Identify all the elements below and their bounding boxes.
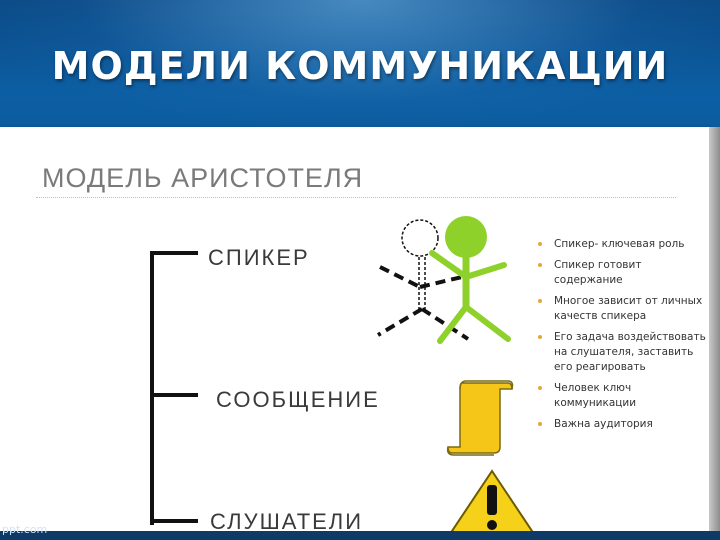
bottom-strip — [0, 531, 720, 540]
list-item: Его задача воздействовать на слушателя, … — [536, 330, 708, 375]
list-item: Человек ключ коммуникации — [536, 381, 708, 411]
bracket — [152, 253, 196, 523]
label-speaker: СПИКЕР — [208, 245, 310, 271]
bullet-text: Спикер- ключевая роль — [554, 238, 684, 250]
slide-title: МОДЕЛИ КОММУНИКАЦИИ — [0, 44, 720, 88]
bullet-text: Важна аудитория — [554, 418, 653, 430]
bullet-icon — [538, 299, 542, 303]
list-item: Спикер готовит содержание — [536, 258, 708, 288]
bullet-list: Спикер- ключевая роль Спикер готовит сод… — [536, 237, 708, 438]
bullet-text: Человек ключ коммуникации — [554, 382, 636, 409]
bullet-icon — [538, 422, 542, 426]
bullet-icon — [538, 386, 542, 390]
warning-icon — [448, 471, 536, 531]
footer-text: ppt.com — [2, 523, 47, 536]
bullet-icon — [538, 263, 542, 267]
scroll-icon — [448, 381, 513, 455]
bullet-text: Многое зависит от личных качеств спикера — [554, 295, 702, 322]
label-listeners: СЛУШАТЕЛИ — [210, 509, 363, 531]
bullet-icon — [538, 335, 542, 339]
bullet-icon — [538, 242, 542, 246]
list-item: Важна аудитория — [536, 417, 708, 432]
panel-edge — [709, 127, 720, 540]
bullet-text: Его задача воздействовать на слушателя, … — [554, 331, 706, 373]
content-panel: МОДЕЛЬ АРИСТОТЕЛЯ — [0, 127, 709, 531]
bullet-text: Спикер готовит содержание — [554, 259, 641, 286]
label-message: СООБЩЕНИЕ — [216, 387, 380, 413]
list-item: Спикер- ключевая роль — [536, 237, 708, 252]
list-item: Многое зависит от личных качеств спикера — [536, 294, 708, 324]
